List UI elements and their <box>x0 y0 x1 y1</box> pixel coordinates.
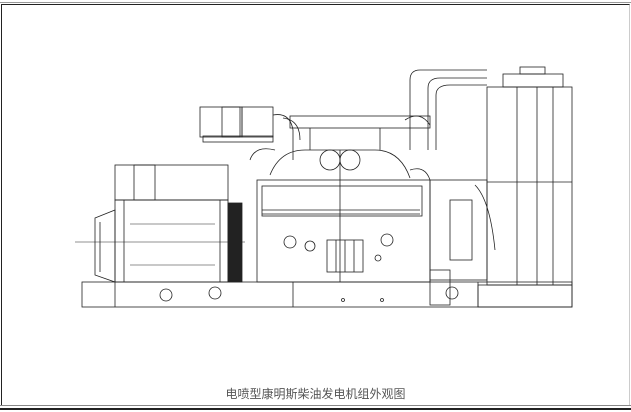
radiator <box>477 66 573 308</box>
bottom-divider <box>0 405 631 406</box>
top-divider <box>0 2 631 3</box>
engine <box>249 115 431 283</box>
alternator <box>94 164 243 283</box>
base-skid <box>81 281 573 308</box>
figure-frame <box>1 4 630 405</box>
figure-caption: 电喷型康明斯柴油发电机组外观图 <box>225 387 406 401</box>
air-filters <box>199 106 301 160</box>
cooling-assembly <box>429 179 496 306</box>
bottom-border <box>0 408 631 410</box>
exhaust-pipes <box>404 69 487 150</box>
